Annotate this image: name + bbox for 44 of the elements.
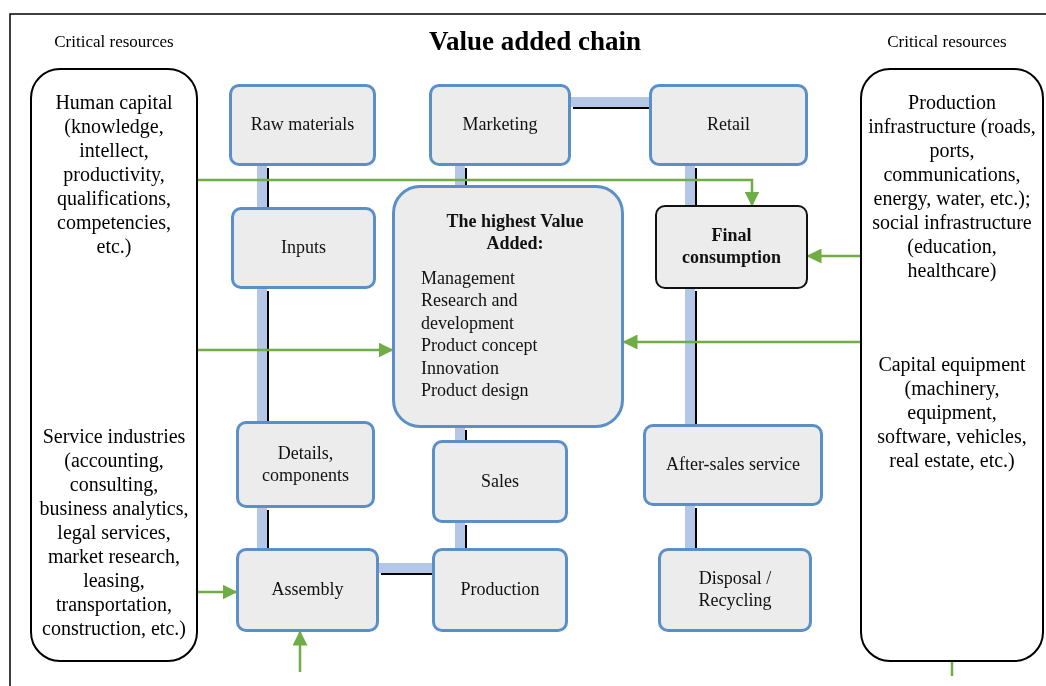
arrow bbox=[198, 342, 394, 358]
resource-panel bbox=[860, 68, 1044, 662]
section-heading: Critical resources bbox=[886, 32, 1008, 52]
resource-list: Human capital (knowledge, intellect, productivity, qualifications, competencies, etc.) bbox=[38, 90, 190, 258]
chain-link-bar bbox=[685, 506, 695, 548]
process-box: Disposal / Recycling bbox=[658, 548, 812, 632]
resource-list: Service industries (accounting, consulting, business analytics, legal services, market research, leasing, transportation, construction, etc.) bbox=[38, 424, 190, 640]
process-box: Assembly bbox=[236, 548, 379, 632]
chain-link-bar bbox=[685, 166, 695, 205]
process-box: Marketing bbox=[429, 84, 571, 166]
chain-link-bar bbox=[257, 289, 267, 421]
box-heading: The highest Value Added: bbox=[445, 211, 585, 255]
arrow bbox=[806, 248, 860, 264]
list-item: Research and development bbox=[421, 289, 519, 335]
resource-list: Production infrastructure (roads, ports, communications, energy, water, etc.); social infrastructure (education, healthcare) bbox=[868, 90, 1036, 282]
chain-link-bar bbox=[685, 289, 695, 424]
arrow bbox=[622, 334, 860, 350]
title: Value added chain bbox=[427, 26, 643, 57]
chain-link-bar bbox=[455, 428, 465, 440]
list-item: Management bbox=[421, 266, 516, 290]
resource-panel bbox=[30, 68, 198, 662]
arrow bbox=[198, 178, 760, 207]
process-box: Retail bbox=[649, 84, 808, 166]
list-item: Product concept bbox=[421, 334, 539, 357]
chain-link-bar bbox=[257, 508, 267, 548]
chain-link-bar bbox=[571, 97, 649, 107]
value-added-box bbox=[392, 185, 624, 428]
arrow bbox=[292, 630, 308, 672]
process-box: Inputs bbox=[231, 207, 376, 289]
process-box: Final consumption bbox=[655, 205, 808, 289]
chain-link-bar bbox=[257, 166, 267, 207]
section-heading: Critical resources bbox=[53, 32, 175, 52]
chain-link-bar bbox=[455, 166, 465, 185]
arrow bbox=[198, 584, 238, 600]
list-item: Product design bbox=[421, 379, 530, 402]
process-box: Sales bbox=[432, 440, 568, 523]
process-box: Details, components bbox=[236, 421, 375, 508]
chain-link-bar bbox=[455, 523, 465, 548]
list-item: Innovation bbox=[421, 356, 500, 380]
chain-link-bar bbox=[379, 563, 432, 573]
resource-list: Capital equipment (machinery, equipment, software, vehicles, real estate, etc.) bbox=[868, 352, 1036, 472]
process-box: After-sales service bbox=[643, 424, 823, 506]
process-box: Production bbox=[432, 548, 568, 632]
process-box: Raw materials bbox=[229, 84, 376, 166]
